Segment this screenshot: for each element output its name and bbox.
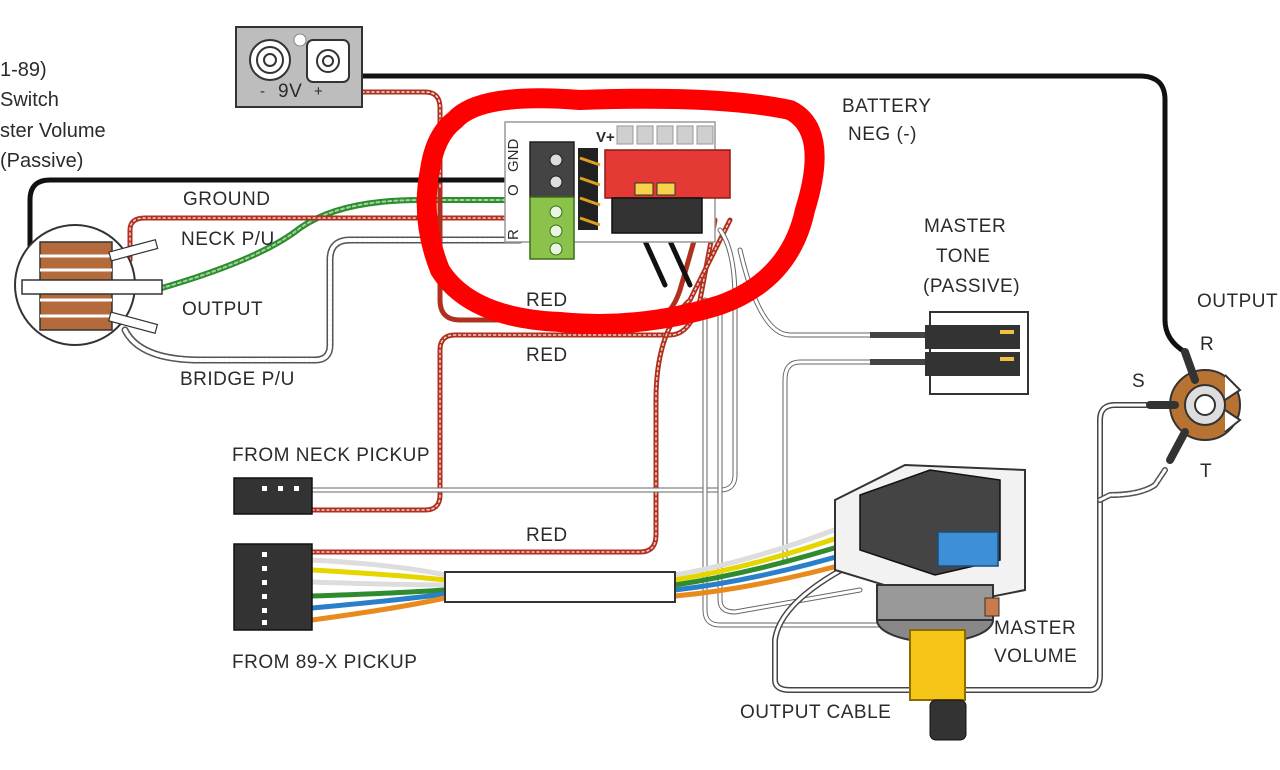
label-red-3: RED [526, 525, 568, 546]
label-master-volume-1: MASTER [994, 618, 1076, 639]
preamp-board: V+ GND O R [504, 121, 731, 260]
board-v-plus: V+ [596, 129, 615, 146]
label-master-tone-1: MASTER [924, 216, 1006, 237]
black-connector [611, 197, 703, 234]
red-wire-3 [309, 217, 733, 555]
terminal-block-black [529, 141, 575, 198]
master-tone-connector [870, 311, 1029, 395]
ground-wire [27, 177, 523, 293]
label-master-tone-3: (PASSIVE) [923, 276, 1020, 297]
label-master-volume-2: VOLUME [994, 646, 1077, 667]
pickup-switch [14, 224, 163, 346]
output-jack [1146, 348, 1242, 464]
battery-clip: - 9V + [235, 26, 363, 108]
master-volume-pot [834, 463, 1026, 741]
board-o-label: O [505, 184, 522, 196]
header-pins [578, 148, 598, 230]
board-r-label: R [505, 229, 522, 240]
battery-negative-wire [357, 73, 1188, 355]
left-text-line4: (Passive) [0, 150, 83, 172]
label-red-2: RED [526, 345, 568, 366]
ribbon-wires [309, 517, 863, 623]
label-bridge-pu: BRIDGE P/U [180, 369, 295, 390]
label-ground: GROUND [183, 189, 270, 210]
ribbon-sleeve [444, 571, 676, 603]
label-from-89x: FROM 89-X PICKUP [232, 652, 417, 673]
blue-cap [937, 531, 999, 567]
label-neg: NEG (-) [848, 124, 917, 145]
battery-voltage-label: 9V [278, 81, 302, 102]
label-jack-r: R [1200, 334, 1214, 355]
board-gnd-label: GND [505, 139, 522, 173]
battery-plus: + [314, 83, 323, 100]
highlight-circle [416, 88, 825, 334]
label-output-jack: OUTPUT [1197, 291, 1278, 312]
label-neck-pu: NECK P/U [181, 229, 275, 250]
left-text-line2: Switch [0, 89, 59, 111]
pot-shaft [909, 629, 966, 701]
neck-pickup-connector [233, 477, 313, 515]
left-text-line3: ster Volume [0, 120, 106, 142]
label-output-cable: OUTPUT CABLE [740, 702, 891, 723]
pot-knob-shaft [929, 699, 967, 741]
89x-pickup-connector [233, 543, 313, 631]
label-output-left: OUTPUT [182, 299, 263, 320]
battery-minus: - [260, 83, 265, 100]
label-master-tone-2: TONE [936, 246, 990, 267]
left-text-line1: 1-89) [0, 59, 47, 81]
label-from-neck: FROM NECK PICKUP [232, 445, 430, 466]
label-red-1: RED [526, 290, 568, 311]
label-battery: BATTERY [842, 96, 931, 117]
label-jack-t: T [1200, 461, 1212, 482]
label-jack-s: S [1132, 371, 1145, 392]
